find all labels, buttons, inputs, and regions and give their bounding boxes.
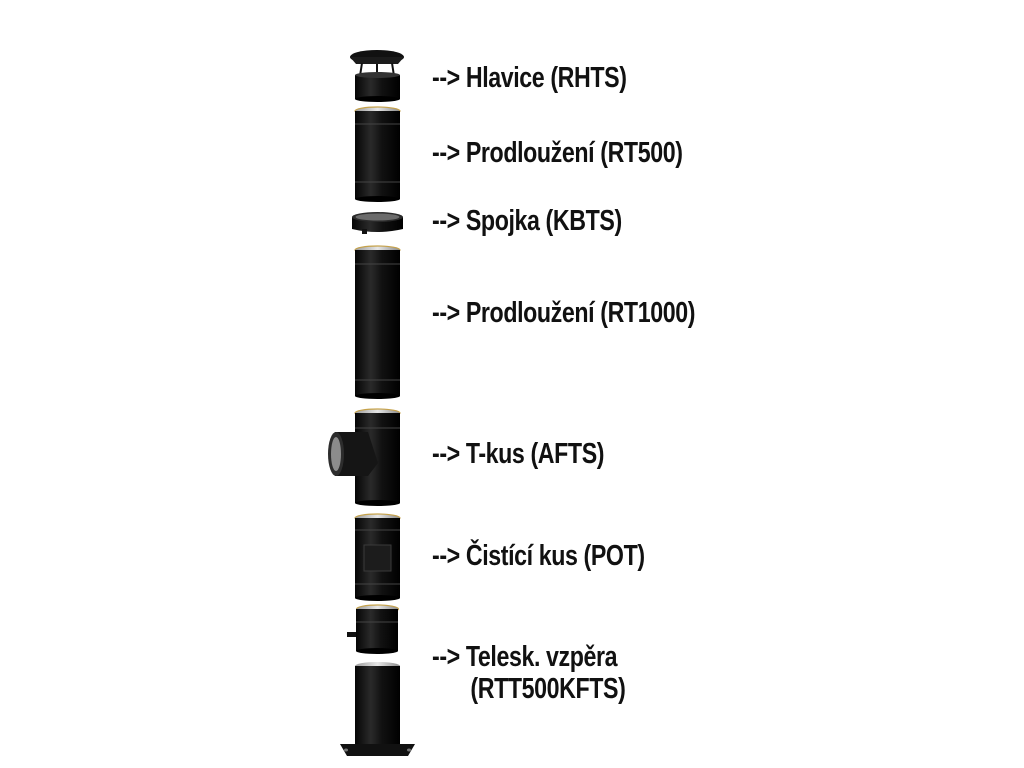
label-line: --> Prodloužení (RT500) (432, 137, 683, 169)
label-line: --> T-kus (AFTS) (432, 438, 605, 470)
telescopic-support-graphic (340, 604, 415, 756)
extension-rt1000-graphic (354, 245, 401, 399)
label-telesk-vzpera: --> Telesk. vzpěra (RTT500KFTS) (432, 641, 626, 705)
label-line: --> Telesk. vzpěra (432, 641, 618, 673)
t-piece-graphic (328, 408, 401, 506)
label-line-code: (RTT500KFTS) (470, 673, 626, 705)
label-line: --> Čistící kus (POT) (432, 540, 645, 572)
label-cistici-kus: --> Čistící kus (POT) (432, 540, 645, 572)
label-prodlouzeni-rt500: --> Prodloužení (RT500) (432, 137, 683, 169)
coupling-ring-graphic (352, 212, 403, 234)
cap-part-graphic (350, 50, 404, 102)
label-t-kus: --> T-kus (AFTS) (432, 438, 605, 470)
cleaning-piece-graphic (354, 513, 401, 601)
label-line: --> Prodloužení (RT1000) (432, 297, 696, 329)
label-prodlouzeni-rt1000: --> Prodloužení (RT1000) (432, 297, 695, 329)
label-line: --> Hlavice (RHTS) (432, 62, 627, 94)
extension-rt500-graphic (354, 106, 401, 202)
label-hlavice: --> Hlavice (RHTS) (432, 62, 627, 94)
label-spojka: --> Spojka (KBTS) (432, 205, 622, 237)
label-line: --> Spojka (KBTS) (432, 205, 622, 237)
